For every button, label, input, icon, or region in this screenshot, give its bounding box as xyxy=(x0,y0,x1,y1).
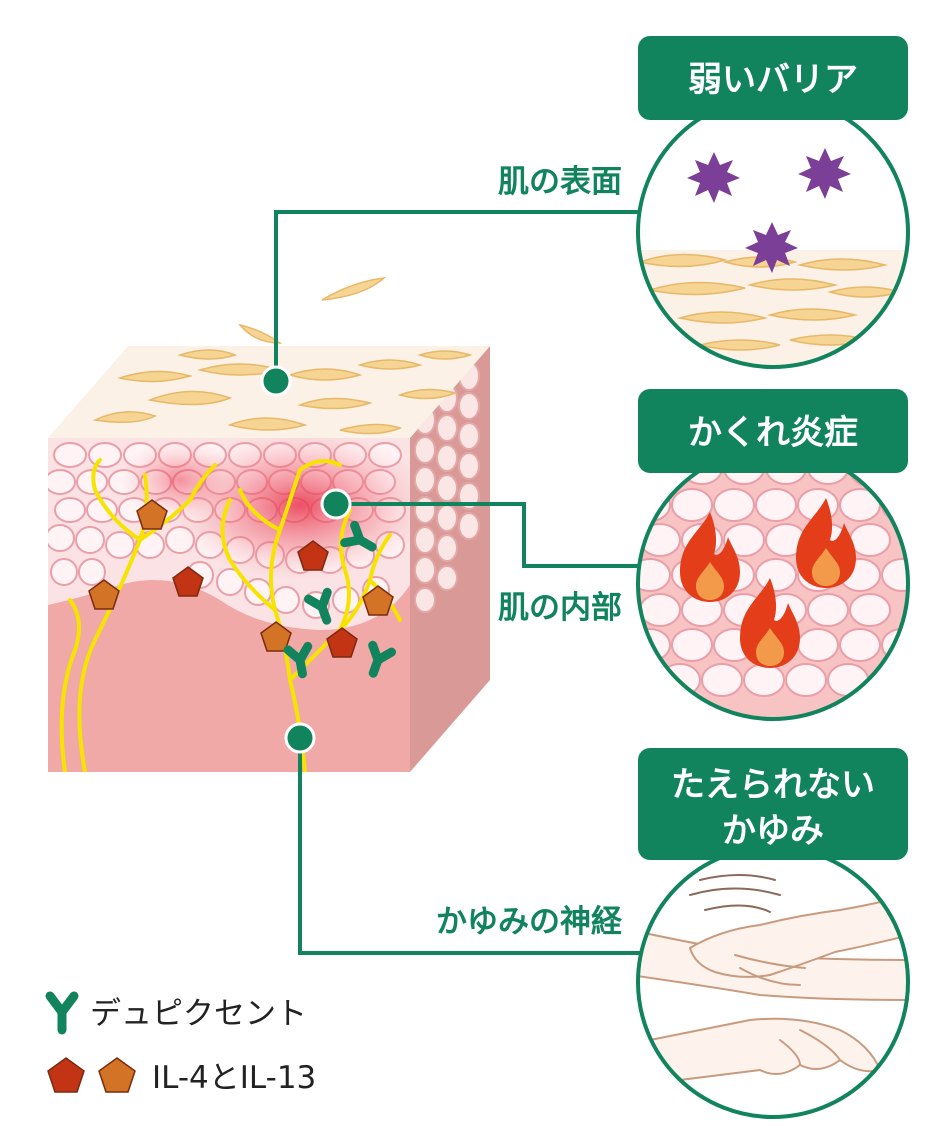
flame-icon xyxy=(796,498,856,588)
cytokines-in-skin xyxy=(88,499,394,658)
connector-lines xyxy=(274,210,640,955)
allergen-star-icon xyxy=(798,148,851,199)
il4-pentagon xyxy=(326,627,358,658)
connector-dots xyxy=(260,365,352,754)
legend-cytokine-label: IL-4とIL-13 xyxy=(152,1060,316,1096)
inner-connector xyxy=(336,502,640,568)
nerve-label: かゆみの神経 xyxy=(436,904,623,940)
barrier-badge-text: 弱いバリア xyxy=(688,60,858,100)
il13-pentagon xyxy=(88,579,120,610)
allergen-star-icon xyxy=(745,222,798,273)
inflammation-circle xyxy=(636,447,910,721)
inner-label: 肌の内部 xyxy=(498,590,622,626)
barrier-circle xyxy=(636,95,910,369)
motion-lines xyxy=(689,874,781,913)
nerve-connector xyxy=(298,738,640,955)
surface-dot xyxy=(260,365,292,397)
flames xyxy=(680,498,856,668)
legend-antibody-label: デュピクセント xyxy=(90,996,307,1032)
flame-icon xyxy=(740,578,800,668)
surface-connector xyxy=(274,210,640,381)
antibodies-in-skin xyxy=(283,520,397,679)
legend-il13-pentagon-icon xyxy=(98,1057,136,1093)
itch-badge-line2: かゆみ xyxy=(722,811,824,851)
nerve-dot xyxy=(284,722,316,754)
itch-circle xyxy=(636,845,910,1119)
il13-pentagon xyxy=(362,585,394,616)
lifting-flakes xyxy=(238,276,387,344)
allergen-star-icon xyxy=(687,152,740,203)
antibody-y-icon xyxy=(283,641,313,679)
antibody-y-icon xyxy=(340,520,377,552)
inner-dot xyxy=(320,488,352,520)
inflammation-badge: かくれ炎症 xyxy=(638,389,908,473)
inflammation-glow-small xyxy=(120,440,240,520)
il13-pentagon xyxy=(260,621,292,652)
itch-badge: たえられない かゆみ xyxy=(638,748,908,860)
il13-pentagon xyxy=(136,499,168,530)
flame-icon xyxy=(680,512,740,602)
skin-block xyxy=(48,276,490,772)
barrier-badge: 弱いバリア xyxy=(638,36,908,120)
legend: デュピクセント IL-4とIL-13 xyxy=(45,991,316,1096)
inflammation-badge-text: かくれ炎症 xyxy=(688,413,858,453)
allergen-particles xyxy=(687,148,851,273)
surface-flakes xyxy=(92,349,473,435)
legend-antibody-y-icon xyxy=(45,991,79,1035)
legend-il4-pentagon-icon xyxy=(47,1057,85,1093)
itch-badge-line1: たえられない xyxy=(671,765,875,805)
scratching-hands xyxy=(638,894,908,1081)
antibody-y-icon xyxy=(368,640,397,678)
il4-pentagon xyxy=(172,566,204,597)
antibody-y-icon xyxy=(303,587,332,625)
il4-pentagon xyxy=(297,540,329,571)
surface-label: 肌の表面 xyxy=(498,164,622,200)
